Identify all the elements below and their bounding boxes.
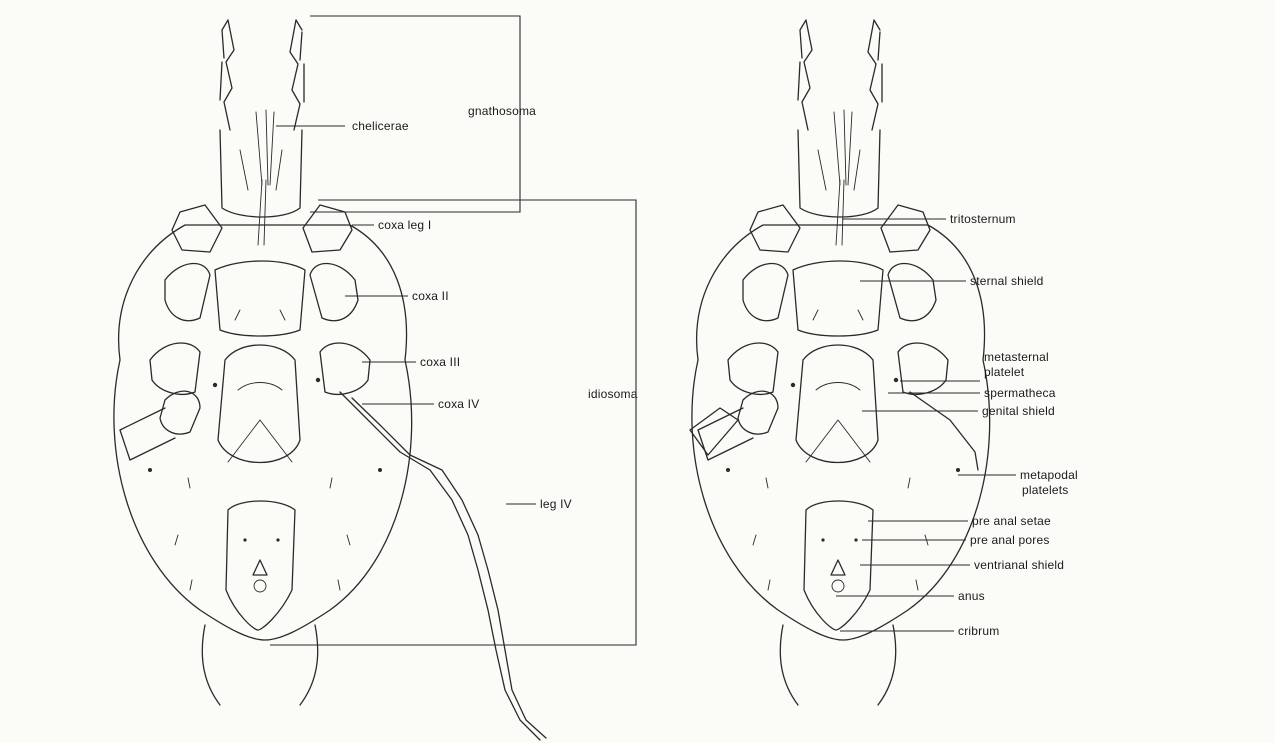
label-metapodal-line2: platelets xyxy=(1022,483,1069,497)
label-cribrum: cribrum xyxy=(958,624,999,638)
label-metapodal-line1: metapodal xyxy=(1020,468,1078,482)
label-ventrianal-shield: ventrianal shield xyxy=(974,558,1064,572)
label-sternal-shield: sternal shield xyxy=(970,274,1044,288)
label-idiosoma: idiosoma xyxy=(588,387,638,401)
label-coxa-ii: coxa II xyxy=(412,289,449,303)
label-metasternal-line1: metasternal xyxy=(984,350,1049,364)
label-metasternal-line2: platelet xyxy=(984,365,1024,379)
label-gnathosoma: gnathosoma xyxy=(468,104,536,118)
right-mite-body xyxy=(692,20,990,705)
label-coxa-iii: coxa III xyxy=(420,355,460,369)
label-coxa-leg-i: coxa leg I xyxy=(378,218,431,232)
label-genital-shield: genital shield xyxy=(982,404,1055,418)
label-spermatheca: spermatheca xyxy=(984,386,1056,400)
label-pre-anal-pores: pre anal pores xyxy=(970,533,1050,547)
leg-iv-drawing xyxy=(340,392,540,740)
idiosoma-bracket xyxy=(270,200,636,645)
label-coxa-iv: coxa IV xyxy=(438,397,479,411)
label-anus: anus xyxy=(958,589,985,603)
label-tritosternum: tritosternum xyxy=(950,212,1016,226)
label-pre-anal-setae: pre anal setae xyxy=(972,514,1051,528)
label-chelicerae: chelicerae xyxy=(352,119,409,133)
label-leg-iv: leg IV xyxy=(540,497,572,511)
